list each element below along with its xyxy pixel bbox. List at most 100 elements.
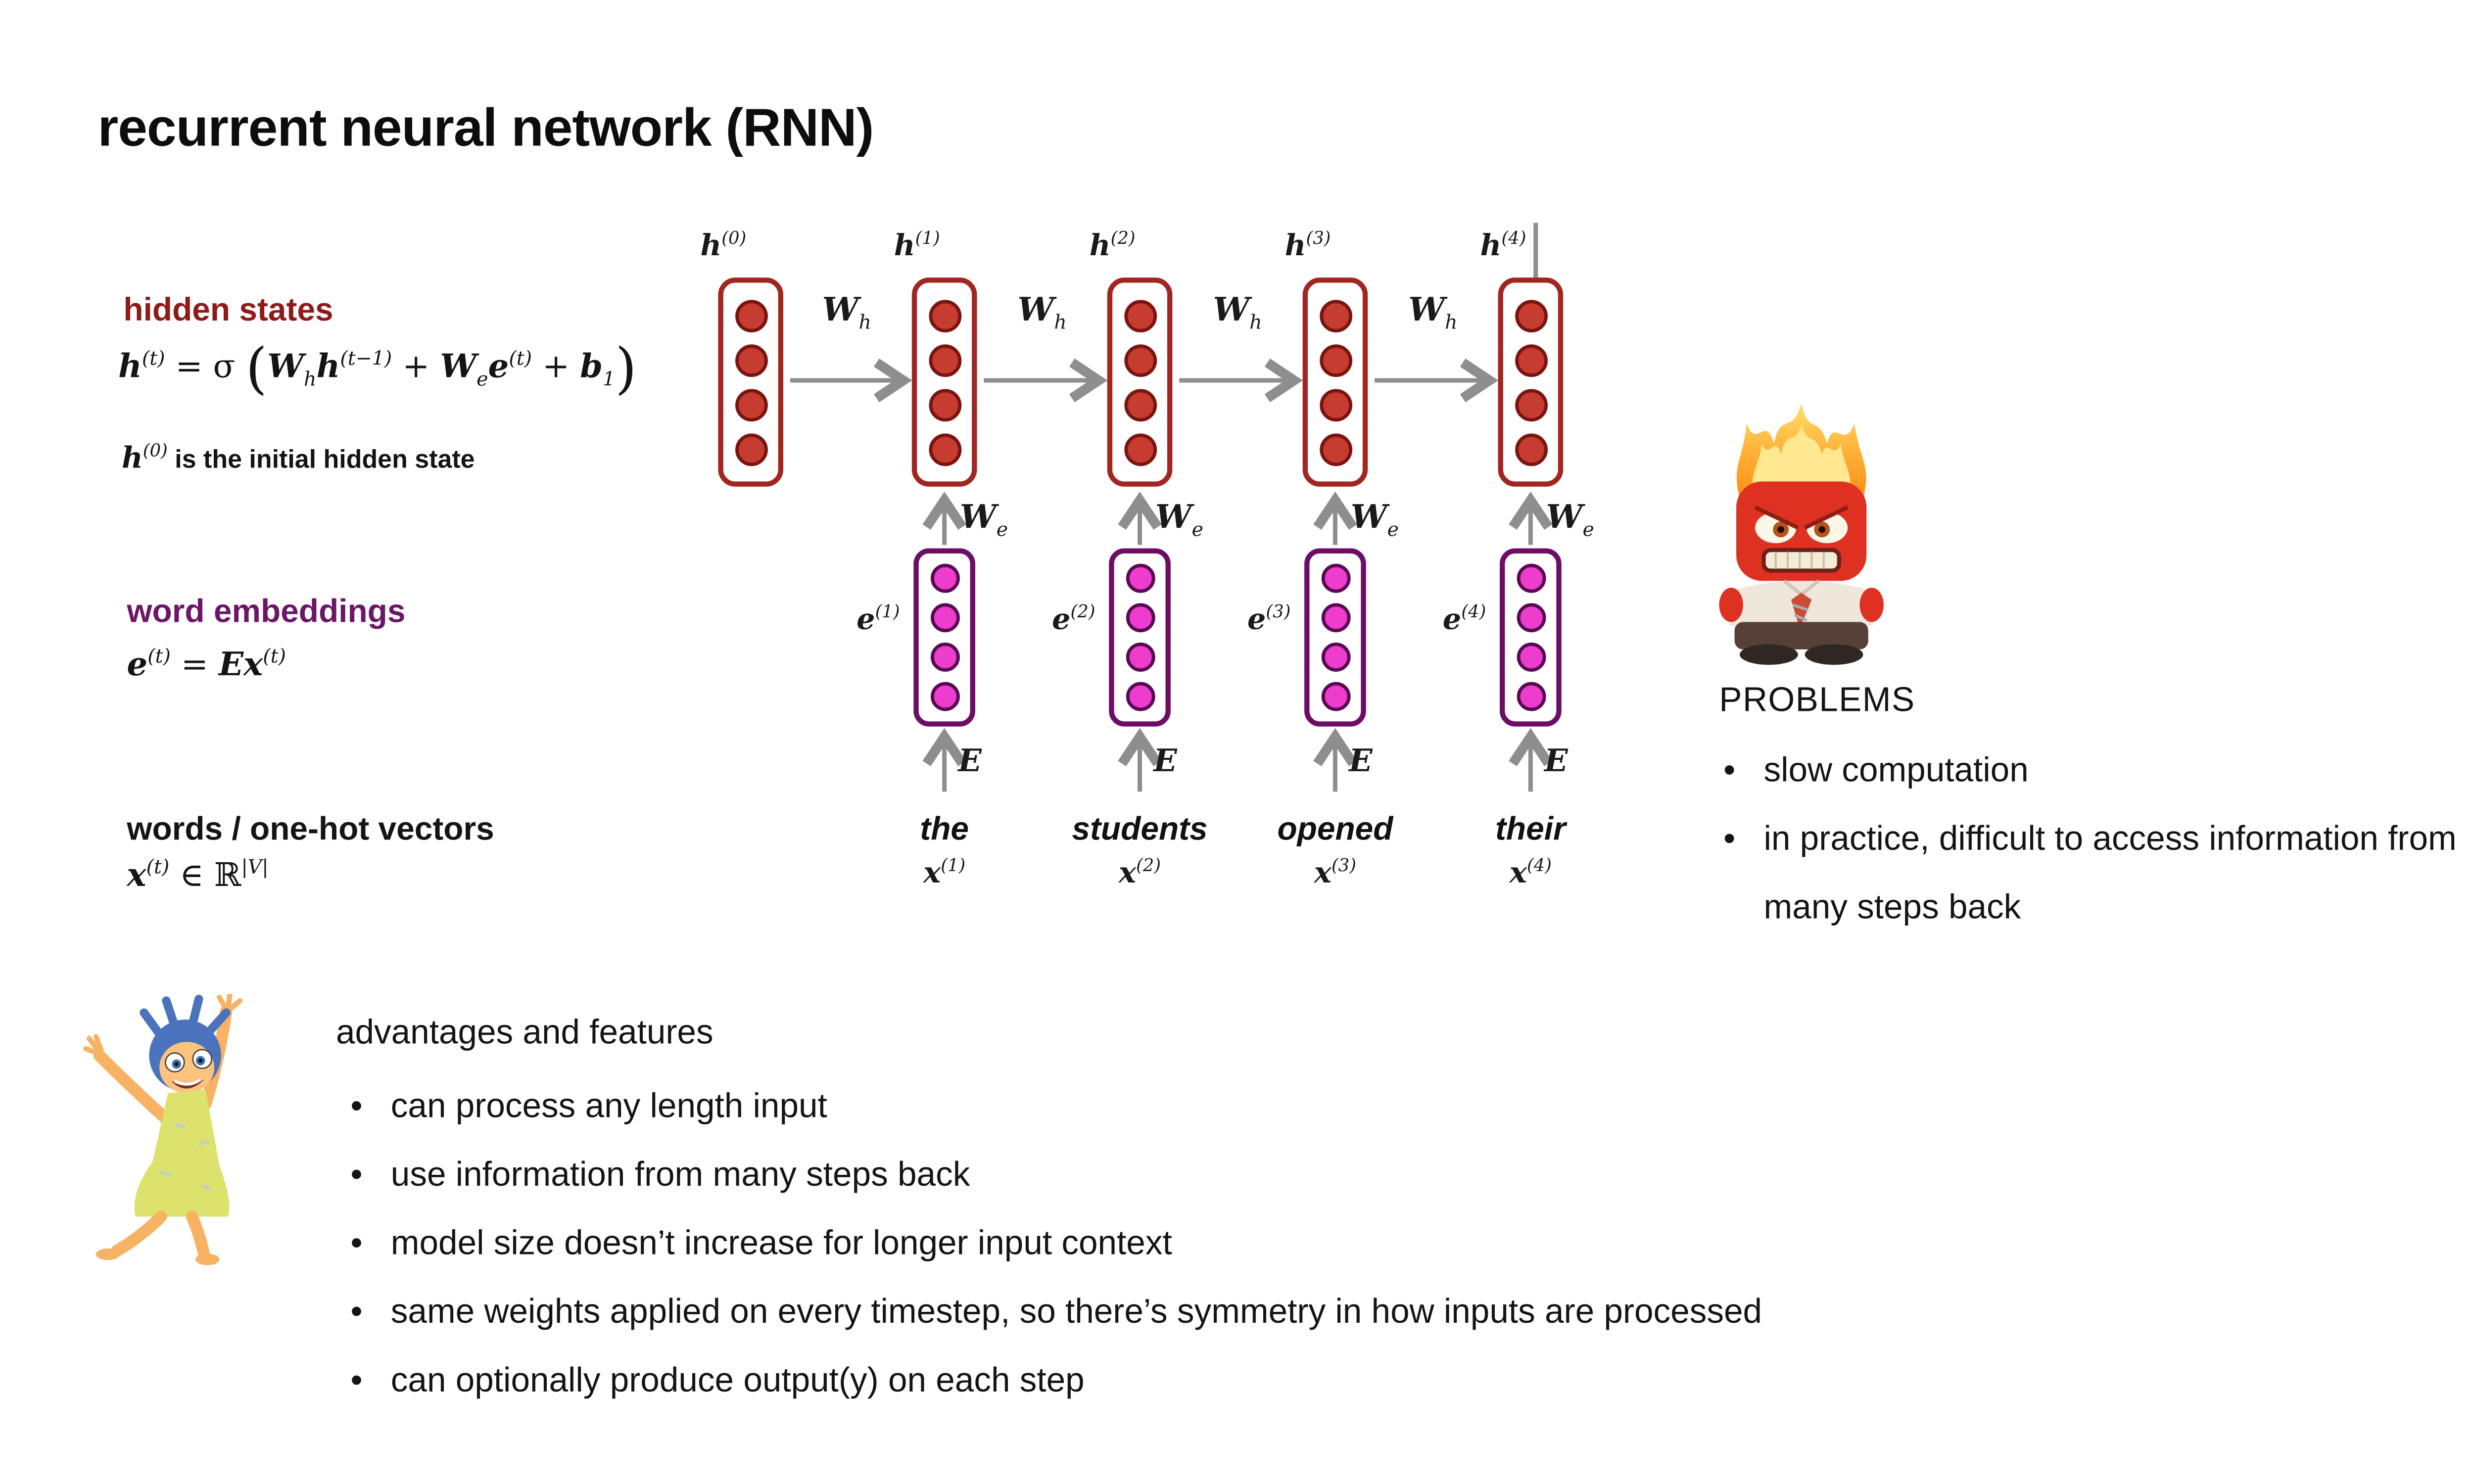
problems-item: • slow computation: [1719, 737, 2474, 806]
dress-sparkles: [160, 1122, 212, 1191]
hidden-state-formula: h(t) = σ (Whh(t−1) + Wee(t) + b1): [118, 335, 637, 401]
anger-left-fist: [1719, 588, 1743, 622]
word-embeddings-label: word embeddings: [127, 595, 406, 631]
problems-heading: PROBLEMS: [1719, 682, 1915, 720]
hidden-vector-h1: [911, 278, 977, 487]
advantages-item-text: can optionally produce output(y) on each…: [390, 1362, 1085, 1400]
neuron-dot: [1319, 388, 1352, 421]
advantages-item-text: model size doesn’t increase for longer i…: [390, 1225, 1172, 1263]
joy-character-image: [83, 994, 243, 1265]
embedding-dot: [1516, 603, 1545, 633]
anger-tie: [1791, 593, 1812, 629]
anger-left-shoe: [1739, 644, 1798, 665]
anger-right-fist: [1859, 588, 1884, 622]
page-title: recurrent neural network (RNN): [97, 97, 874, 158]
neuron-dot: [734, 343, 767, 376]
neuron-dot: [1514, 432, 1547, 465]
x3-label: x(3): [1314, 857, 1356, 891]
neuron-dot: [1123, 432, 1156, 465]
embedding-dot: [930, 563, 959, 593]
anger-character-image: [1719, 403, 1884, 665]
embedding-dot: [930, 682, 959, 711]
bullet-icon: •: [1723, 821, 1736, 859]
x4-label: x(4): [1509, 857, 1552, 891]
anger-left-brow: [1754, 505, 1799, 530]
embedding-vector-e2: [1109, 548, 1171, 727]
neuron-dot: [1514, 343, 1547, 376]
joy-dress: [134, 1090, 230, 1217]
neuron-dot: [734, 432, 767, 465]
bullet-icon: •: [350, 1294, 363, 1332]
h3-label: h(3): [1285, 230, 1331, 264]
hidden-vector-h0: [718, 278, 784, 487]
embedding-dot: [1516, 643, 1545, 672]
joy-left-foot: [95, 1248, 120, 1260]
advantages-item: • use information from many steps back: [346, 1141, 2369, 1210]
we-weight-label: We: [1350, 499, 1399, 541]
hidden-vector-h4: [1498, 278, 1564, 487]
wh-weight-label: Wh: [822, 291, 871, 334]
problems-item: • in practice, difficult to access infor…: [1719, 805, 2474, 942]
bullet-icon: •: [350, 1225, 363, 1263]
embedding-vector-e4: [1500, 548, 1562, 727]
advantages-item: • can optionally produce output(y) on ea…: [346, 1347, 2369, 1416]
neuron-dot: [928, 388, 961, 421]
joy-left-leg: [110, 1210, 167, 1257]
anger-right-pupil: [1818, 526, 1826, 533]
embedding-dot: [1516, 563, 1545, 593]
embedding-dot: [1516, 682, 1545, 711]
advantages-item-text: same weights applied on every timestep, …: [390, 1294, 1762, 1332]
embedding-dot: [1321, 603, 1350, 633]
we-weight-label: We: [959, 499, 1008, 541]
wh-weight-label: Wh: [1408, 291, 1458, 334]
bullet-icon: •: [350, 1362, 363, 1400]
input-word-2: students: [1072, 812, 1208, 848]
x1-label: x(1): [923, 857, 966, 891]
advantages-list: • can process any length input • use inf…: [346, 1072, 2369, 1415]
joy-left-pupil: [174, 1062, 179, 1067]
neuron-dot: [1123, 343, 1156, 376]
problems-item-text: in practice, difficult to access informa…: [1763, 821, 2457, 928]
advantages-item-text: use information from many steps back: [390, 1157, 970, 1195]
anger-left-lid: [1753, 495, 1798, 526]
wh-weight-label: Wh: [1017, 291, 1067, 334]
advantages-item: • same weights applied on every timestep…: [346, 1278, 2369, 1347]
words-onehot-label: words / one-hot vectors: [127, 812, 494, 848]
e4-label: e(4): [1442, 603, 1486, 638]
teeth-lines: [1774, 552, 1825, 569]
neuron-dot: [928, 343, 961, 376]
e1-label: e(1): [856, 603, 900, 638]
bullet-icon: •: [350, 1157, 363, 1195]
embedding-vector-e1: [913, 548, 976, 727]
we-weight-label: We: [1155, 499, 1204, 541]
embedding-formula: e(t) = Ex(t): [127, 644, 286, 684]
h2-label: h(2): [1089, 230, 1136, 264]
embedding-dot: [1321, 643, 1350, 672]
advantages-item: • can process any length input: [346, 1072, 2369, 1141]
anger-right-brow: [1804, 505, 1849, 530]
neuron-dot: [1514, 388, 1547, 421]
neuron-dot: [1123, 299, 1156, 332]
problems-list: • slow computation • in practice, diffic…: [1719, 737, 2474, 943]
embedding-dot: [930, 603, 959, 633]
embedding-dot: [1125, 563, 1155, 593]
hidden-vector-h2: [1107, 278, 1173, 487]
embedding-vector-e3: [1304, 548, 1366, 727]
joy-teeth: [174, 1078, 201, 1086]
anger-right-shoe: [1805, 644, 1863, 665]
h1-label: h(1): [894, 230, 940, 264]
joy-right-foot: [195, 1253, 220, 1265]
neuron-dot: [928, 432, 961, 465]
we-weight-label: We: [1546, 499, 1594, 541]
joy-hair-spikes: [140, 994, 231, 1036]
bullet-icon: •: [1723, 752, 1736, 790]
neuron-dot: [734, 388, 767, 421]
embedding-dot: [1321, 563, 1350, 593]
anger-shorts: [1734, 622, 1868, 649]
wh-weight-label: Wh: [1213, 291, 1262, 334]
embedding-dot: [1125, 603, 1155, 633]
neuron-dot: [1319, 343, 1352, 376]
onehot-formula: x(t) ∈ ℝ|V|: [127, 854, 269, 895]
